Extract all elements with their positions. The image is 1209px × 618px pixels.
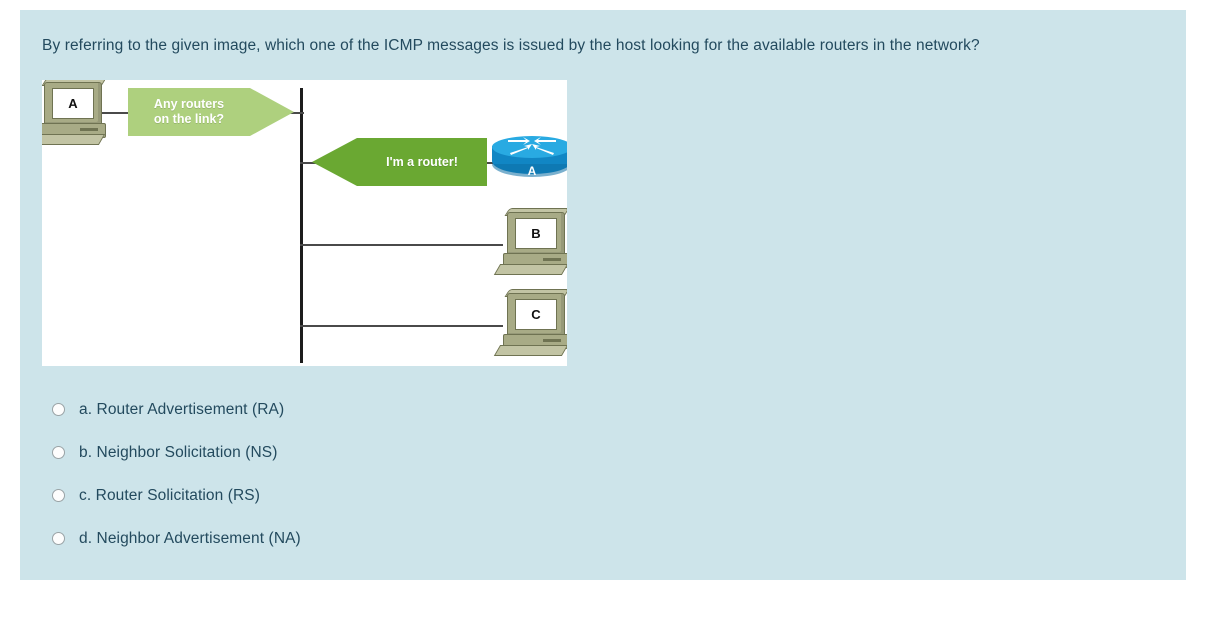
keyboard: [493, 264, 567, 275]
router-a-icon: A: [492, 136, 567, 186]
wire-host-c: [300, 325, 503, 327]
reply-arrow-label: I'm a router!: [386, 154, 458, 169]
host-a-icon: A: [42, 80, 108, 146]
router-a-label: A: [527, 164, 537, 178]
network-trunk-line: [300, 88, 303, 363]
option-a[interactable]: a. Router Advertisement (RA): [52, 388, 752, 431]
network-diagram: A Any routers on the link? I'm a router!: [42, 80, 567, 366]
option-d[interactable]: d. Neighbor Advertisement (NA): [52, 517, 752, 560]
question-text: By referring to the given image, which o…: [42, 37, 980, 54]
answer-options: a. Router Advertisement (RA) b. Neighbor…: [52, 388, 752, 560]
host-a-label: A: [52, 88, 94, 119]
arrow-head-right-icon: [250, 88, 294, 136]
radio-button-b[interactable]: [52, 446, 65, 459]
arrow-head-left-icon: [312, 138, 357, 186]
drive-slot: [80, 128, 98, 131]
arrow-shaft: Any routers on the link?: [128, 88, 250, 136]
question-panel: By referring to the given image, which o…: [20, 10, 1186, 580]
option-b[interactable]: b. Neighbor Solicitation (NS): [52, 431, 752, 474]
drive-slot: [543, 258, 561, 261]
router-arrows-icon: [508, 137, 556, 155]
option-c-label: c. Router Solicitation (RS): [79, 486, 261, 504]
keyboard: [493, 345, 567, 356]
radio-button-d[interactable]: [52, 532, 65, 545]
wire-host-b: [300, 244, 503, 246]
request-arrow-label: Any routers on the link?: [153, 97, 225, 126]
option-a-label: a. Router Advertisement (RA): [79, 400, 285, 418]
router-solicitation-arrow: Any routers on the link?: [128, 88, 294, 136]
arrow-shaft: I'm a router!: [357, 138, 487, 186]
keyboard: [42, 134, 106, 145]
router-advertisement-arrow: I'm a router!: [312, 138, 487, 186]
host-b-icon: B: [493, 208, 567, 276]
host-c-label: C: [515, 299, 557, 330]
radio-button-a[interactable]: [52, 403, 65, 416]
host-b-label: B: [515, 218, 557, 249]
option-d-label: d. Neighbor Advertisement (NA): [79, 529, 301, 547]
drive-slot: [543, 339, 561, 342]
host-c-icon: C: [493, 289, 567, 357]
radio-button-c[interactable]: [52, 489, 65, 502]
option-c[interactable]: c. Router Solicitation (RS): [52, 474, 752, 517]
router-cylinder-shadow: [492, 164, 567, 177]
option-b-label: b. Neighbor Solicitation (NS): [79, 443, 278, 461]
